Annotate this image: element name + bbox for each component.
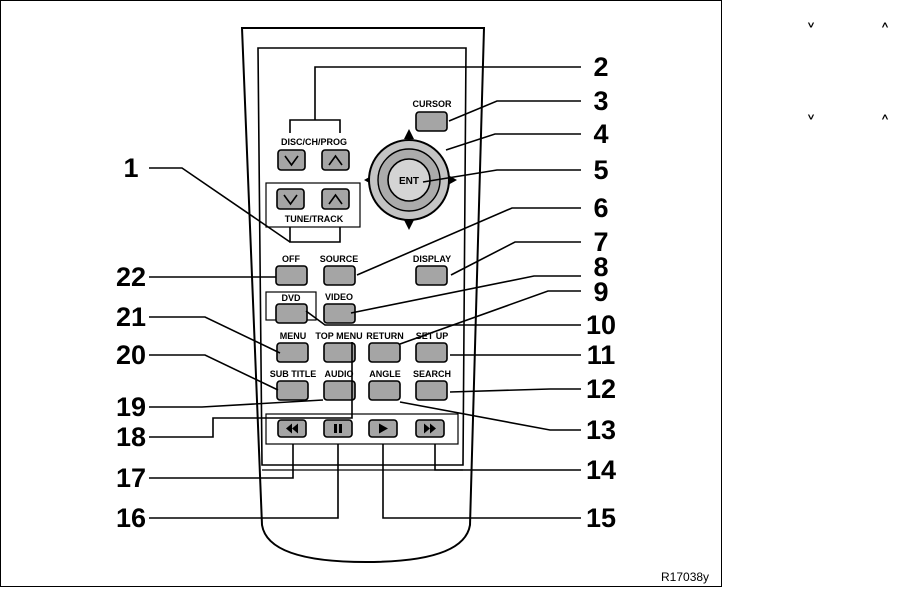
tune-track-down-button[interactable] bbox=[276, 188, 305, 210]
callout-1: 1 bbox=[123, 153, 138, 183]
callout-17: 17 bbox=[116, 463, 146, 493]
callout-5: 5 bbox=[593, 155, 608, 185]
enter-button[interactable] bbox=[387, 158, 431, 202]
chevron-up-icon: ˄ bbox=[880, 20, 890, 44]
callout-15: 15 bbox=[586, 503, 616, 533]
dvd-button[interactable] bbox=[275, 303, 308, 324]
callout-3: 3 bbox=[593, 86, 608, 116]
callout-14: 14 bbox=[586, 455, 616, 485]
menu-label: MENU bbox=[280, 331, 307, 341]
callout-19: 19 bbox=[116, 392, 146, 422]
callout-2: 2 bbox=[593, 52, 608, 82]
leader-lines bbox=[149, 66, 581, 519]
chevron-down-icon bbox=[284, 155, 299, 167]
chevron-up-icon bbox=[328, 193, 343, 205]
rewind-icon-second bbox=[292, 423, 298, 434]
pause-icon bbox=[334, 424, 337, 433]
tune-track-bracket bbox=[289, 227, 341, 243]
callout-18: 18 bbox=[116, 422, 146, 452]
tune-track-up-button[interactable] bbox=[321, 188, 350, 210]
off-button[interactable] bbox=[275, 265, 308, 286]
callout-8: 8 bbox=[593, 252, 608, 282]
source-label: SOURCE bbox=[320, 254, 359, 264]
cursor-button[interactable] bbox=[415, 111, 448, 132]
display-button[interactable] bbox=[415, 265, 448, 286]
cursor-label: CURSOR bbox=[412, 99, 452, 109]
callout-20: 20 bbox=[116, 340, 146, 370]
menu-button[interactable] bbox=[276, 342, 309, 363]
search-label: SEARCH bbox=[413, 369, 451, 379]
play-icon bbox=[379, 423, 388, 434]
transport-strip bbox=[265, 413, 459, 445]
return-button[interactable] bbox=[368, 342, 401, 363]
joystick-down-arrow-icon bbox=[404, 220, 414, 230]
return-label: RETURN bbox=[366, 331, 404, 341]
callout-16: 16 bbox=[116, 503, 146, 533]
dvd-label: DVD bbox=[281, 293, 301, 303]
chevron-down-icon bbox=[283, 194, 298, 206]
disc-ch-prog-label: DISC/CH/PROG bbox=[281, 137, 347, 147]
pause-button[interactable] bbox=[323, 419, 353, 438]
video-button[interactable] bbox=[323, 303, 356, 324]
callout-7: 7 bbox=[593, 227, 608, 257]
chevron-down-icon: ˅ bbox=[806, 20, 816, 44]
angle-button[interactable] bbox=[368, 380, 401, 401]
source-button[interactable] bbox=[323, 265, 356, 286]
top-menu-button[interactable] bbox=[323, 342, 356, 363]
chevron-down-icon: ˅ bbox=[806, 112, 816, 136]
top-menu-label: TOP MENU bbox=[315, 331, 362, 341]
callout-22: 22 bbox=[116, 262, 146, 292]
disc-ch-prog-down-button[interactable] bbox=[277, 149, 306, 171]
set-up-button[interactable] bbox=[415, 342, 448, 363]
audio-label: AUDIO bbox=[325, 369, 354, 379]
callout-10: 10 bbox=[586, 310, 616, 340]
callout-21: 21 bbox=[116, 302, 146, 332]
figure-code: R17038y bbox=[661, 570, 710, 584]
pause-icon-bar bbox=[339, 424, 342, 433]
remote-control-diagram: DISC/CH/PROG TUNE/TRACK CURSOR ENT OFF S… bbox=[116, 27, 616, 564]
callout-6: 6 bbox=[593, 193, 608, 223]
video-label: VIDEO bbox=[325, 292, 353, 302]
callout-11: 11 bbox=[587, 340, 616, 370]
rewind-icon bbox=[286, 423, 292, 434]
off-label: OFF bbox=[282, 254, 300, 264]
callout-13: 13 bbox=[586, 415, 616, 445]
callout-9: 9 bbox=[593, 277, 608, 307]
set-up-label: SET UP bbox=[416, 331, 449, 341]
joystick-up-arrow-icon bbox=[404, 129, 414, 139]
tune-track-label: TUNE/TRACK bbox=[285, 214, 344, 224]
callout-4: 4 bbox=[593, 119, 608, 149]
fast-forward-icon-second bbox=[430, 423, 436, 434]
figure-frame bbox=[0, 0, 722, 587]
chevron-up-icon bbox=[328, 154, 343, 166]
tune-track-box bbox=[265, 182, 361, 228]
audio-button[interactable] bbox=[323, 380, 356, 401]
fast-forward-icon bbox=[424, 423, 430, 434]
sub-title-button[interactable] bbox=[276, 380, 309, 401]
chevron-up-icon: ˄ bbox=[880, 112, 890, 136]
angle-label: ANGLE bbox=[369, 369, 401, 379]
display-label: DISPLAY bbox=[413, 254, 451, 264]
sub-title-label: SUB TITLE bbox=[270, 369, 317, 379]
search-button[interactable] bbox=[415, 380, 448, 401]
callout-12: 12 bbox=[586, 374, 616, 404]
enter-button-label: ENT bbox=[399, 176, 419, 187]
disc-ch-prog-up-button[interactable] bbox=[321, 149, 350, 171]
